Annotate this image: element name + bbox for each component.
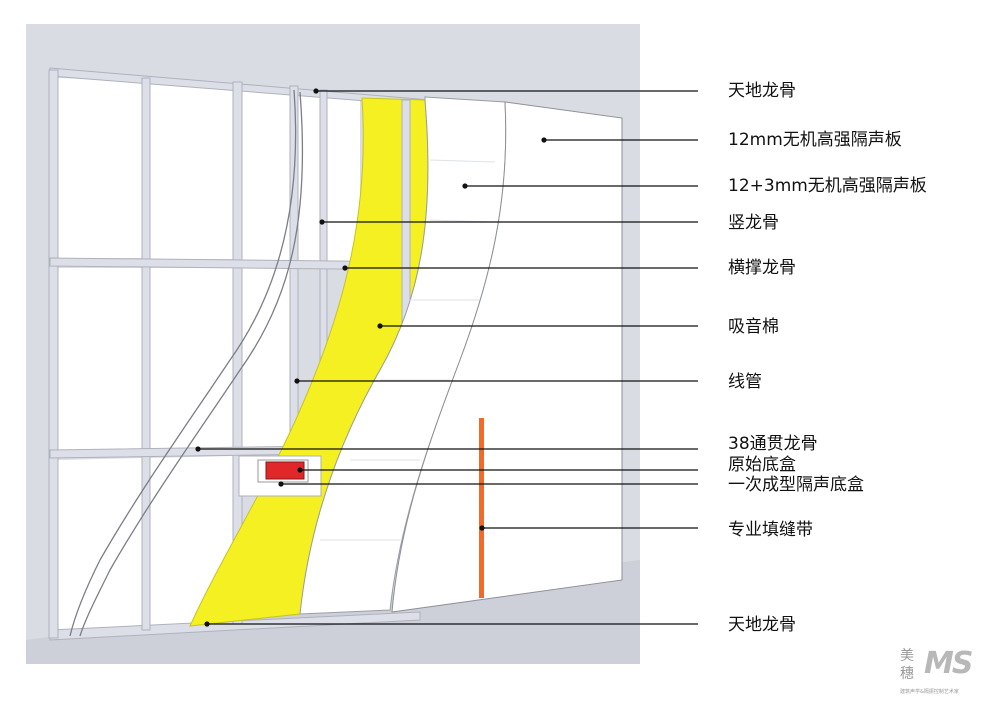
leader-dots <box>195 88 547 627</box>
logo-char-1: 美 <box>900 648 914 664</box>
board-joints <box>320 159 496 541</box>
logo-char-2: 穗 <box>900 666 914 682</box>
joint-tape <box>479 418 484 598</box>
label-sound-absorbing-cotton: 吸音棉 <box>728 317 779 337</box>
label-ceiling-floor-keel-top: 天地龙骨 <box>728 81 796 101</box>
label-soundproof-box: 一次成型隔声底盒 <box>728 475 864 495</box>
label-board-12-3mm: 12+3mm无机高强隔声板 <box>728 176 927 196</box>
wall-cell-right <box>298 90 360 270</box>
brand-logo: 美 穗 MS 建筑声学&隔振控制艺术家 <box>900 644 992 700</box>
label-vertical-keel: 竖龙骨 <box>728 213 779 233</box>
logo-mark: MS <box>924 646 973 681</box>
label-board-12mm: 12mm无机高强隔声板 <box>728 130 902 150</box>
conduit-lines <box>69 89 304 637</box>
label-joint-tape: 专业填缝带 <box>728 520 813 540</box>
logo-subtitle: 建筑声学&隔振控制艺术家 <box>900 689 959 695</box>
label-through-keel-38: 38通贯龙骨 <box>728 434 818 454</box>
label-ceiling-floor-keel-bottom: 天地龙骨 <box>728 615 796 635</box>
label-original-box: 原始底盒 <box>728 455 796 475</box>
leader-lines <box>198 90 698 625</box>
label-conduit: 线管 <box>728 372 762 392</box>
label-cross-brace-keel: 横撑龙骨 <box>728 258 796 278</box>
